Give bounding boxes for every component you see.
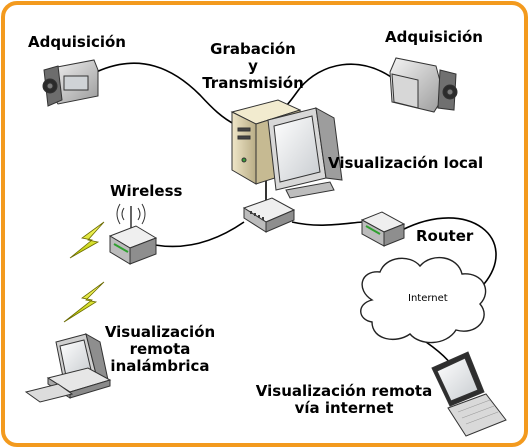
cable-right-camera-to-server — [285, 63, 399, 107]
label-internet-remote-line1: Visualización remota — [255, 382, 433, 400]
wireless-signal-bolt-icon — [63, 281, 105, 323]
wireless-access-point-icon — [108, 203, 158, 265]
laptop-icon — [431, 351, 507, 437]
label-local-view: Visualización local — [328, 154, 484, 172]
label-router: Router — [416, 227, 474, 245]
label-recording-transmission: Grabación y Transmisión — [198, 41, 308, 92]
label-recording-line2: y — [248, 57, 258, 75]
label-wireless: Wireless — [110, 182, 183, 200]
label-acquisition-left: Adquisición — [28, 33, 126, 51]
label-internet-remote-view: Visualización remota vía internet — [250, 383, 438, 417]
cable-router-to-internet — [401, 217, 497, 285]
label-wireless-remote-view: Visualización remota inalámbrica — [92, 324, 228, 375]
desktop-computer-icon — [24, 332, 112, 403]
cable-switch-to-ap — [154, 221, 245, 248]
label-wireless-remote-line2: remota — [129, 340, 191, 358]
wireless-signal-bolt-icon — [69, 221, 105, 259]
cable-switch-to-router — [291, 221, 363, 226]
label-recording-line1: Grabación — [210, 40, 296, 58]
label-internet: Internet — [408, 293, 448, 304]
network-switch-icon — [242, 197, 296, 233]
label-acquisition-right: Adquisición — [385, 28, 483, 46]
label-internet-remote-line2: vía internet — [294, 399, 394, 417]
right-video-camera-icon — [389, 57, 458, 113]
label-recording-line3: Transmisión — [202, 74, 304, 92]
router-icon — [360, 211, 406, 247]
internet-cloud-icon — [360, 256, 487, 344]
crt-monitor-icon — [267, 107, 343, 199]
label-wireless-remote-line3: inalámbrica — [110, 357, 210, 375]
cable-left-camera-to-server — [91, 62, 237, 126]
label-wireless-remote-line1: Visualización — [104, 323, 216, 341]
left-video-camera-icon — [42, 59, 99, 107]
